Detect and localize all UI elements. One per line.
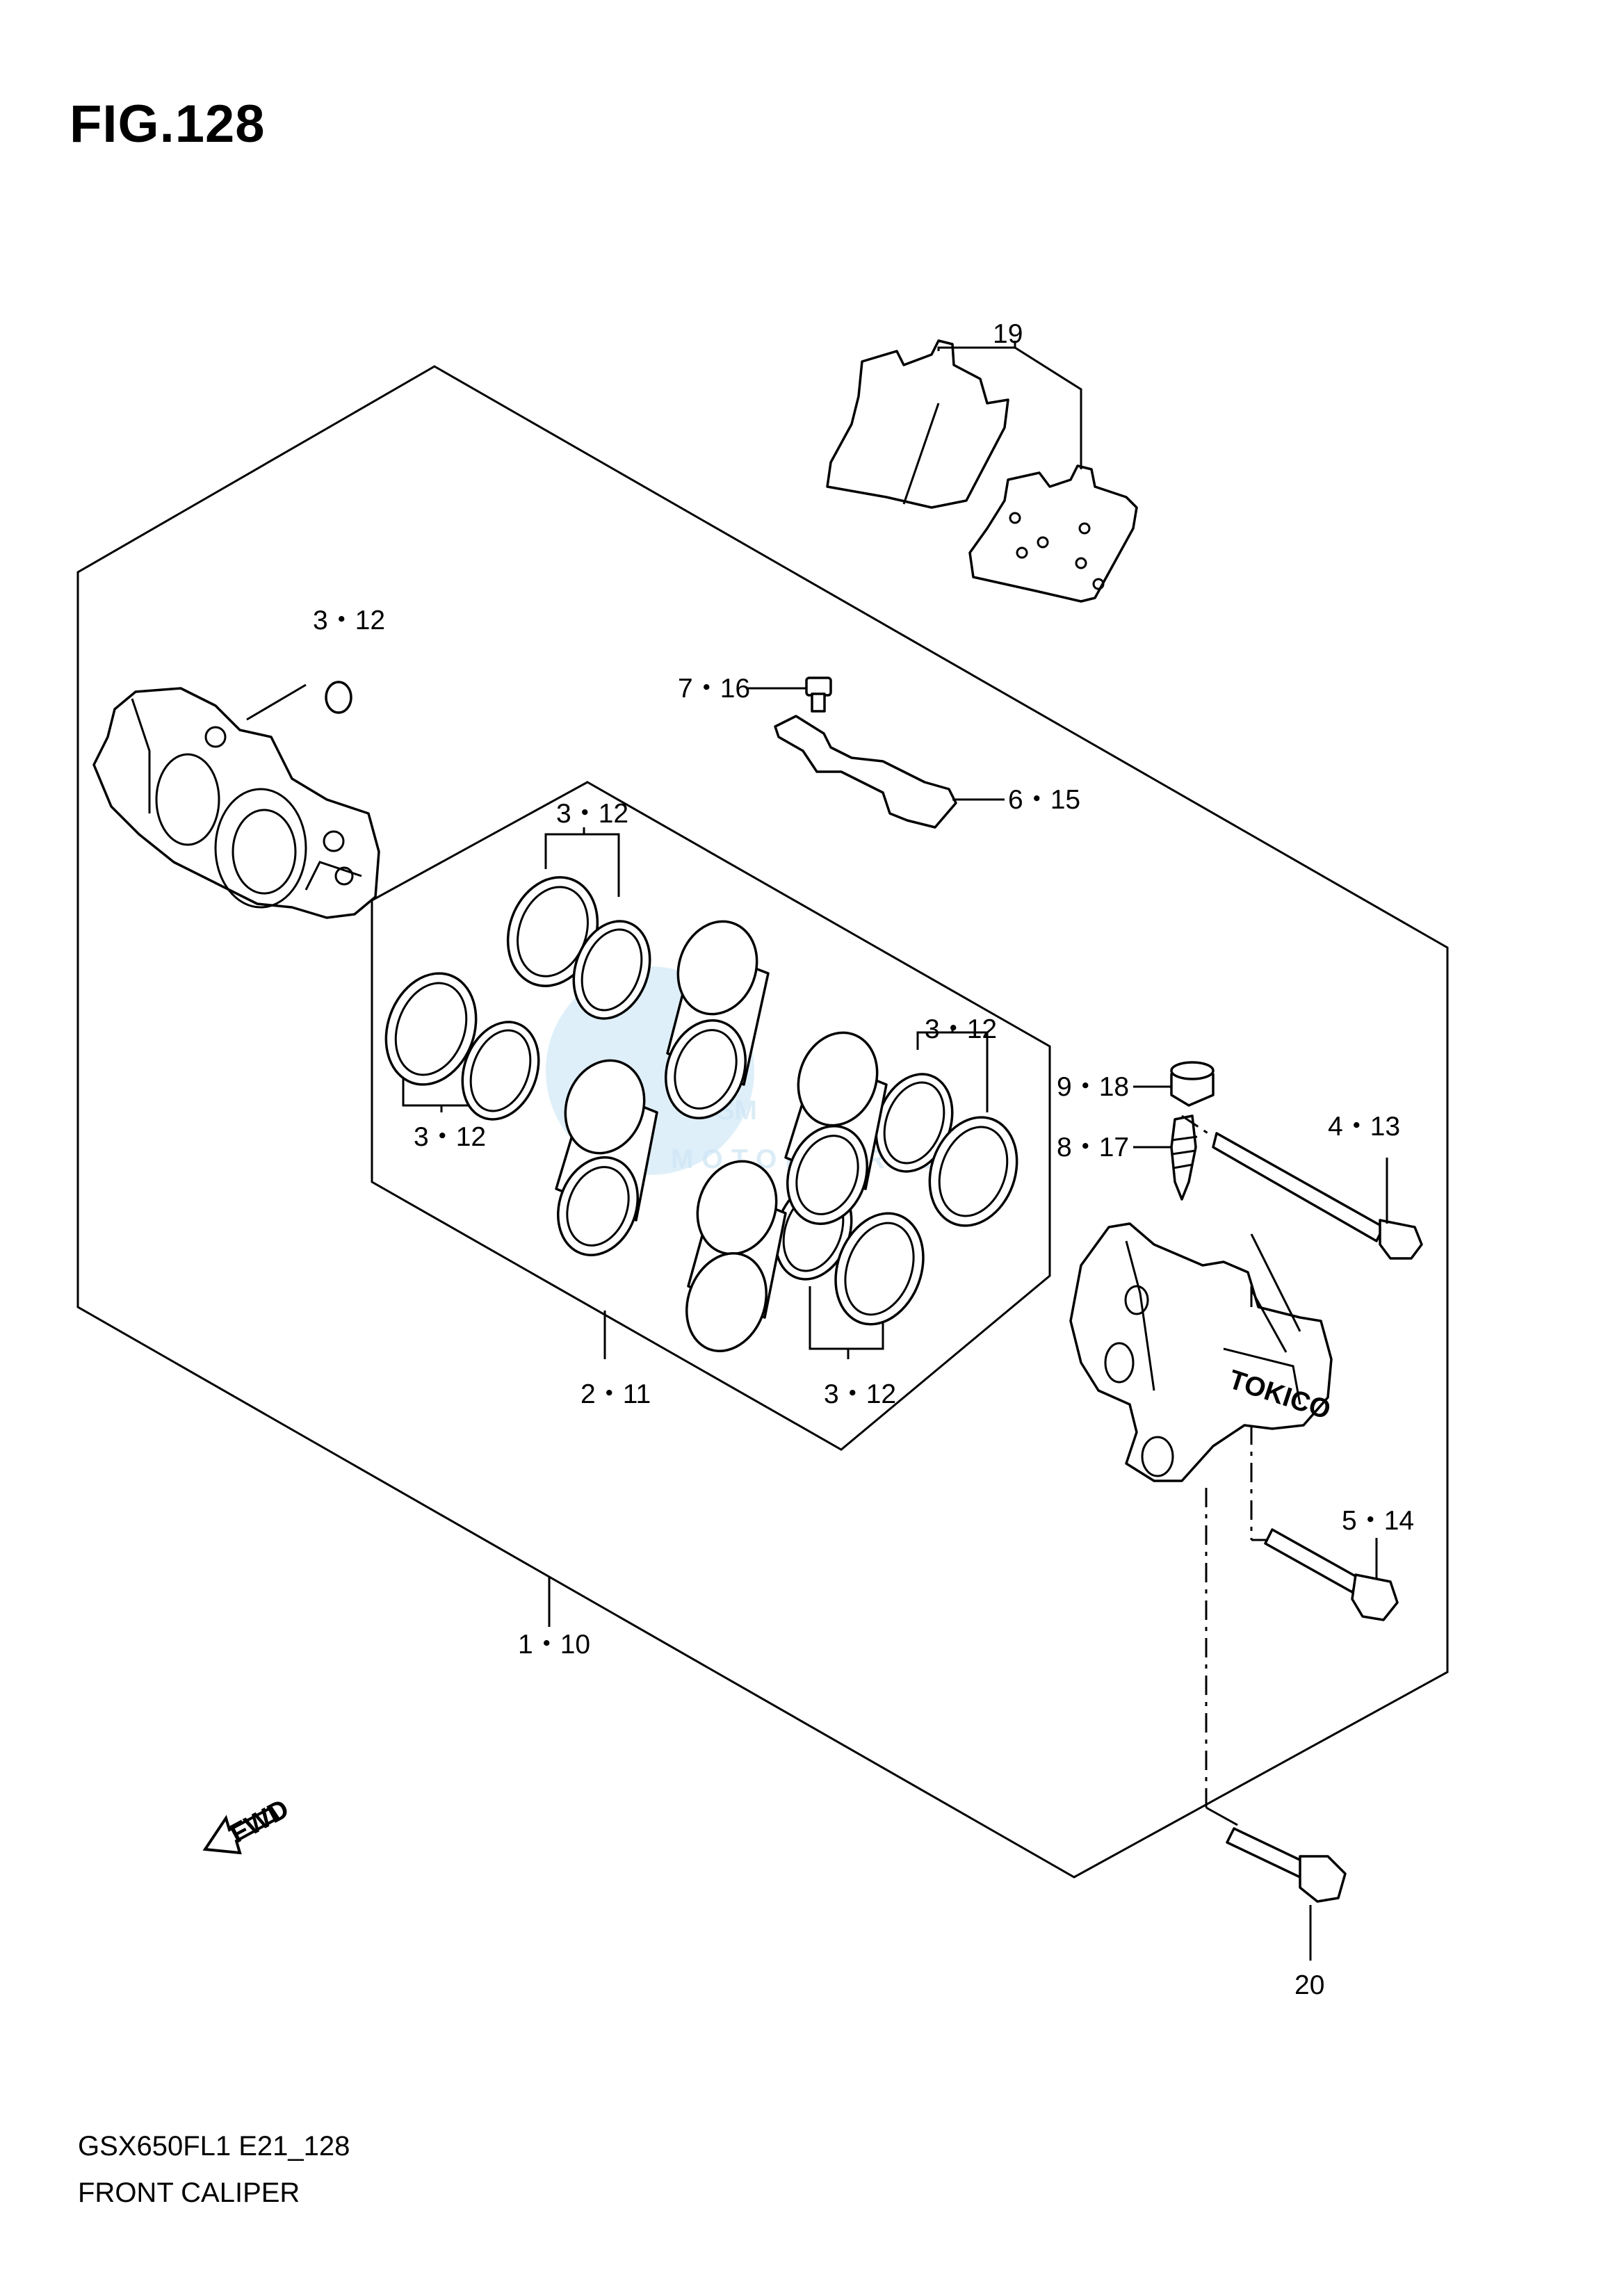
brake-pad-rear xyxy=(968,464,1138,603)
piston xyxy=(685,1160,787,1352)
caliper-left-body xyxy=(92,687,380,919)
callout-19: 19 xyxy=(993,319,1023,349)
seal-left-caliper xyxy=(325,681,352,714)
seal-ring xyxy=(461,1021,540,1121)
model-code: GSX650FL1 E21_128 xyxy=(78,2131,350,2162)
piston xyxy=(784,1031,888,1225)
seal-ring xyxy=(834,1212,925,1326)
callout-3-12-left-caliper: 3・12 xyxy=(313,606,385,635)
caliper-right-half: TOKICO xyxy=(1069,1222,1334,1482)
callout-3-12-left: 3・12 xyxy=(414,1122,486,1152)
callout-8-17: 8・17 xyxy=(1057,1133,1129,1162)
callout-20: 20 xyxy=(1294,1970,1324,2000)
seal-ring xyxy=(928,1116,1018,1227)
caliper-bolt xyxy=(1264,1528,1399,1621)
callout-9-18: 9・18 xyxy=(1057,1072,1129,1102)
callout-3-12-bottom: 3・12 xyxy=(824,1379,896,1409)
piston xyxy=(555,1059,658,1256)
caliper-assy-boundary xyxy=(76,365,1449,1879)
bleeder-valve xyxy=(1170,1114,1198,1201)
fwd-arrow-icon: FWD xyxy=(202,1794,294,1855)
caliper-left-half xyxy=(92,687,380,919)
callout-3-12-right: 3・12 xyxy=(925,1014,997,1044)
callout-7-16: 7・16 xyxy=(678,674,750,704)
figure-title: FIG.128 xyxy=(70,95,266,154)
pad-pin xyxy=(1212,1132,1423,1260)
seal-rings xyxy=(384,876,1018,1326)
pistons xyxy=(555,920,888,1352)
callout-3-12-top: 3・12 xyxy=(556,799,628,829)
bleeder-cap xyxy=(1170,1061,1215,1107)
callout-5-14: 5・14 xyxy=(1342,1506,1414,1536)
fwd-label: FWD xyxy=(225,1794,294,1849)
mount-bolt xyxy=(1226,1827,1347,1903)
pad-spring xyxy=(774,715,957,829)
callout-1-10: 1・10 xyxy=(518,1630,590,1660)
figure-caption: FRONT CALIPER xyxy=(78,2178,300,2208)
brake-pads xyxy=(826,339,1138,603)
callout-4-13: 4・13 xyxy=(1328,1112,1400,1142)
seal-ring xyxy=(572,920,651,1020)
brake-pad-front xyxy=(826,339,1009,509)
seal-ring xyxy=(384,972,478,1086)
piston xyxy=(665,920,770,1119)
callout-2-11: 2・11 xyxy=(580,1379,651,1409)
bolt-plate xyxy=(747,676,832,713)
callout-6-15: 6・15 xyxy=(1008,785,1080,815)
